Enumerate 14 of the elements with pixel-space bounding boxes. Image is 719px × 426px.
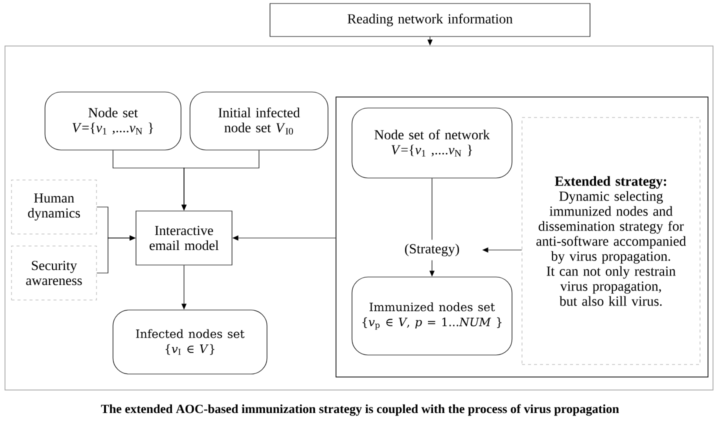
caption: The extended AOC-based immunization strategy is coupled with the process of virus propagation [101, 404, 619, 416]
process-box: Reading network information [270, 3, 590, 37]
panel-frame [336, 96, 708, 378]
panel-frame [4, 46, 714, 390]
rounded-box: Immunized nodes set {v$_{p}$ ∈ V, p = 1...NUM } [352, 276, 512, 356]
rounded-box: Node set of network V={v$_{1}$ ,....v$_{N}$ } [352, 108, 512, 178]
dashed-box: Human dynamics [11, 180, 97, 234]
dashed-box: Security awareness [11, 246, 97, 300]
rounded-box: Node set V={v$_{1}$ ,....v$_{N}$ } [44, 92, 182, 150]
rounded-box: Infected nodes set {v$_{I}$ ∈ V} [112, 310, 268, 374]
strategy-label: (Strategy) [405, 244, 459, 256]
rounded-box: Initial infected node set V$_{I0}$ [190, 92, 328, 150]
dashed-box: Extended strategy: Dynamic selecting immunized nodes and dissemination strategy for anti-software accompanied by virus propagation. It can not only restrain virus propagation, but also kill virus. [522, 117, 700, 365]
process-box: Interactive email model [136, 210, 232, 266]
